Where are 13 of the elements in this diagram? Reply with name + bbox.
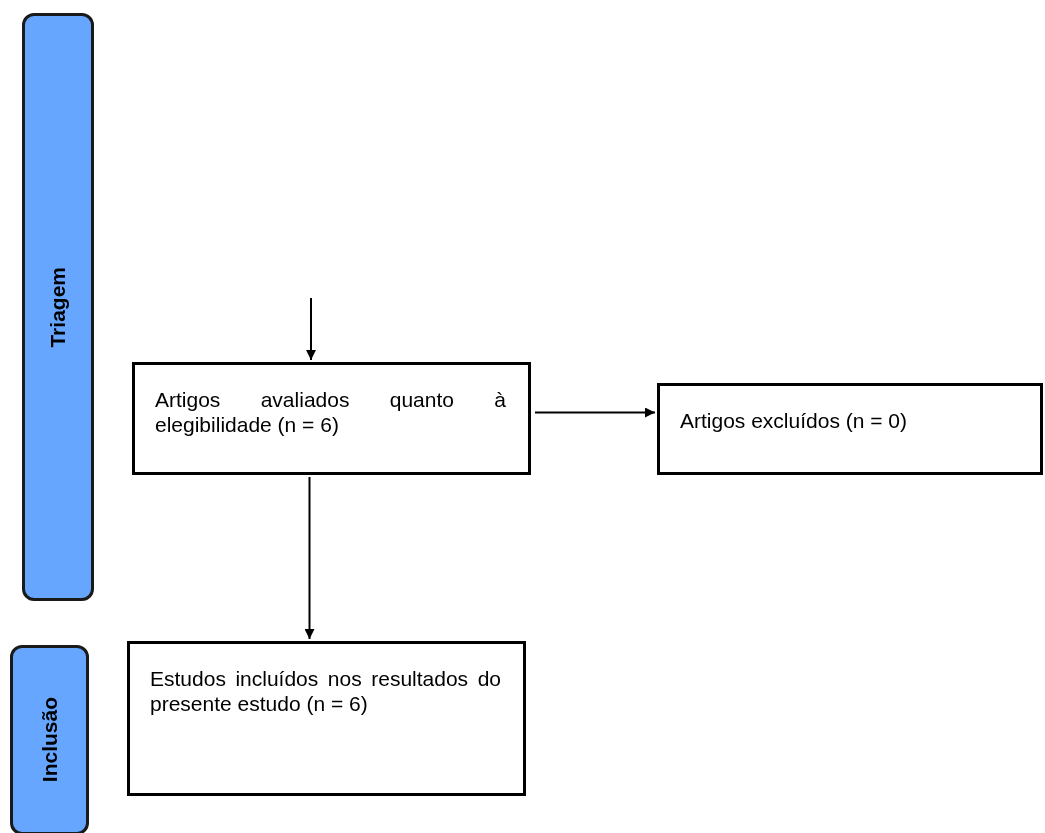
box-text: Artigos excluídos (n = 0) [680, 408, 909, 433]
process-box [657, 383, 1043, 475]
box-text: Estudos incluídos nos resultados do presente estudo (n = 6) [150, 666, 501, 716]
arrow [304, 476, 315, 640]
stage-band [22, 13, 94, 601]
stage-label: Inclusão [37, 697, 62, 783]
box-text: Artigos avaliados quanto à elegibilidade (n = 6) [155, 387, 506, 437]
stage-label: Triagem [46, 266, 70, 348]
stage-band [10, 645, 89, 833]
arrow [306, 297, 316, 361]
process-box [132, 362, 531, 475]
process-box [127, 641, 526, 796]
arrow [534, 407, 656, 418]
